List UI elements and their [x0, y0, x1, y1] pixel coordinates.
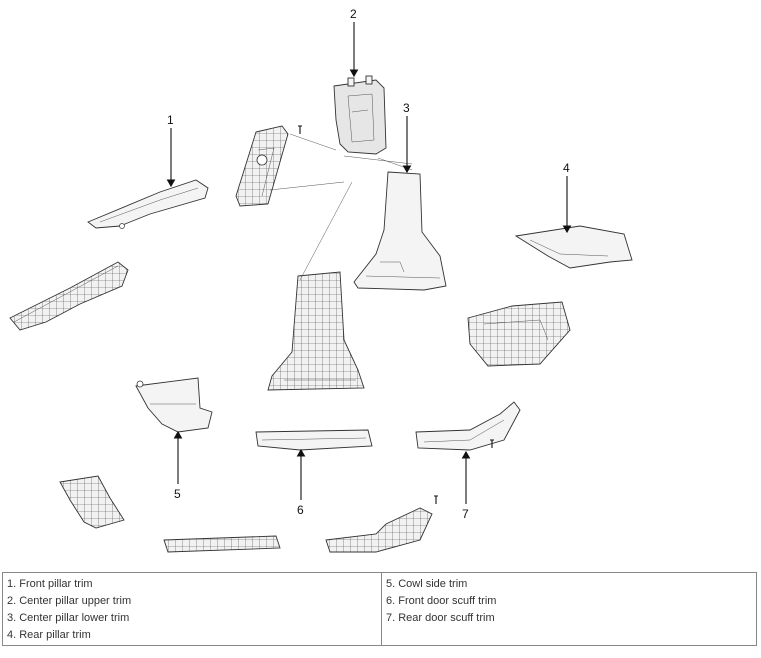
front-pillar-trim-hatched — [9, 261, 129, 331]
front-pillar-trim — [87, 179, 209, 229]
callout-7: 7 — [462, 507, 469, 521]
center-pillar-lower-trim — [353, 171, 447, 291]
front-door-scuff-trim — [255, 429, 373, 451]
leader-lines — [269, 133, 413, 281]
legend-item: 3. Center pillar lower trim — [7, 612, 130, 624]
legend-column-left: 1. Front pillar trim 2. Center pillar up… — [3, 573, 381, 645]
legend-item: 4. Rear pillar trim — [7, 629, 91, 641]
center-pillar-upper-trim-back — [235, 125, 289, 207]
clip-icons — [298, 125, 494, 504]
callout-1: 1 — [167, 113, 174, 127]
center-pillar-lower-trim-hatched — [267, 271, 365, 391]
center-pillar-upper-trim — [333, 75, 387, 155]
rear-pillar-trim — [514, 225, 633, 269]
callout-3: 3 — [403, 101, 410, 115]
callout-4: 4 — [563, 161, 570, 175]
rear-door-scuff-trim-underside — [325, 507, 433, 553]
legend-item: 1. Front pillar trim — [7, 578, 93, 590]
legend-item: 2. Center pillar upper trim — [7, 595, 132, 607]
exploded-parts-diagram: 1 2 3 4 5 6 7 — [9, 7, 633, 553]
cowl-side-trim-hatched — [59, 475, 125, 529]
legend-item: 5. Cowl side trim — [386, 578, 468, 590]
callout-2: 2 — [350, 7, 357, 21]
cowl-side-trim — [135, 377, 213, 433]
parts-legend-table: 1. Front pillar trim 2. Center pillar up… — [2, 572, 757, 646]
rear-door-scuff-trim — [415, 401, 521, 451]
callout-5: 5 — [174, 487, 181, 501]
legend-item: 7. Rear door scuff trim — [386, 612, 495, 624]
callout-6: 6 — [297, 503, 304, 517]
legend-item: 6. Front door scuff trim — [386, 595, 497, 607]
legend-column-right: 5. Cowl side trim 6. Front door scuff tr… — [381, 573, 756, 645]
front-door-scuff-trim-underside — [163, 535, 281, 553]
callout-arrows — [166, 22, 572, 504]
rear-pillar-trim-hatched — [467, 301, 571, 367]
